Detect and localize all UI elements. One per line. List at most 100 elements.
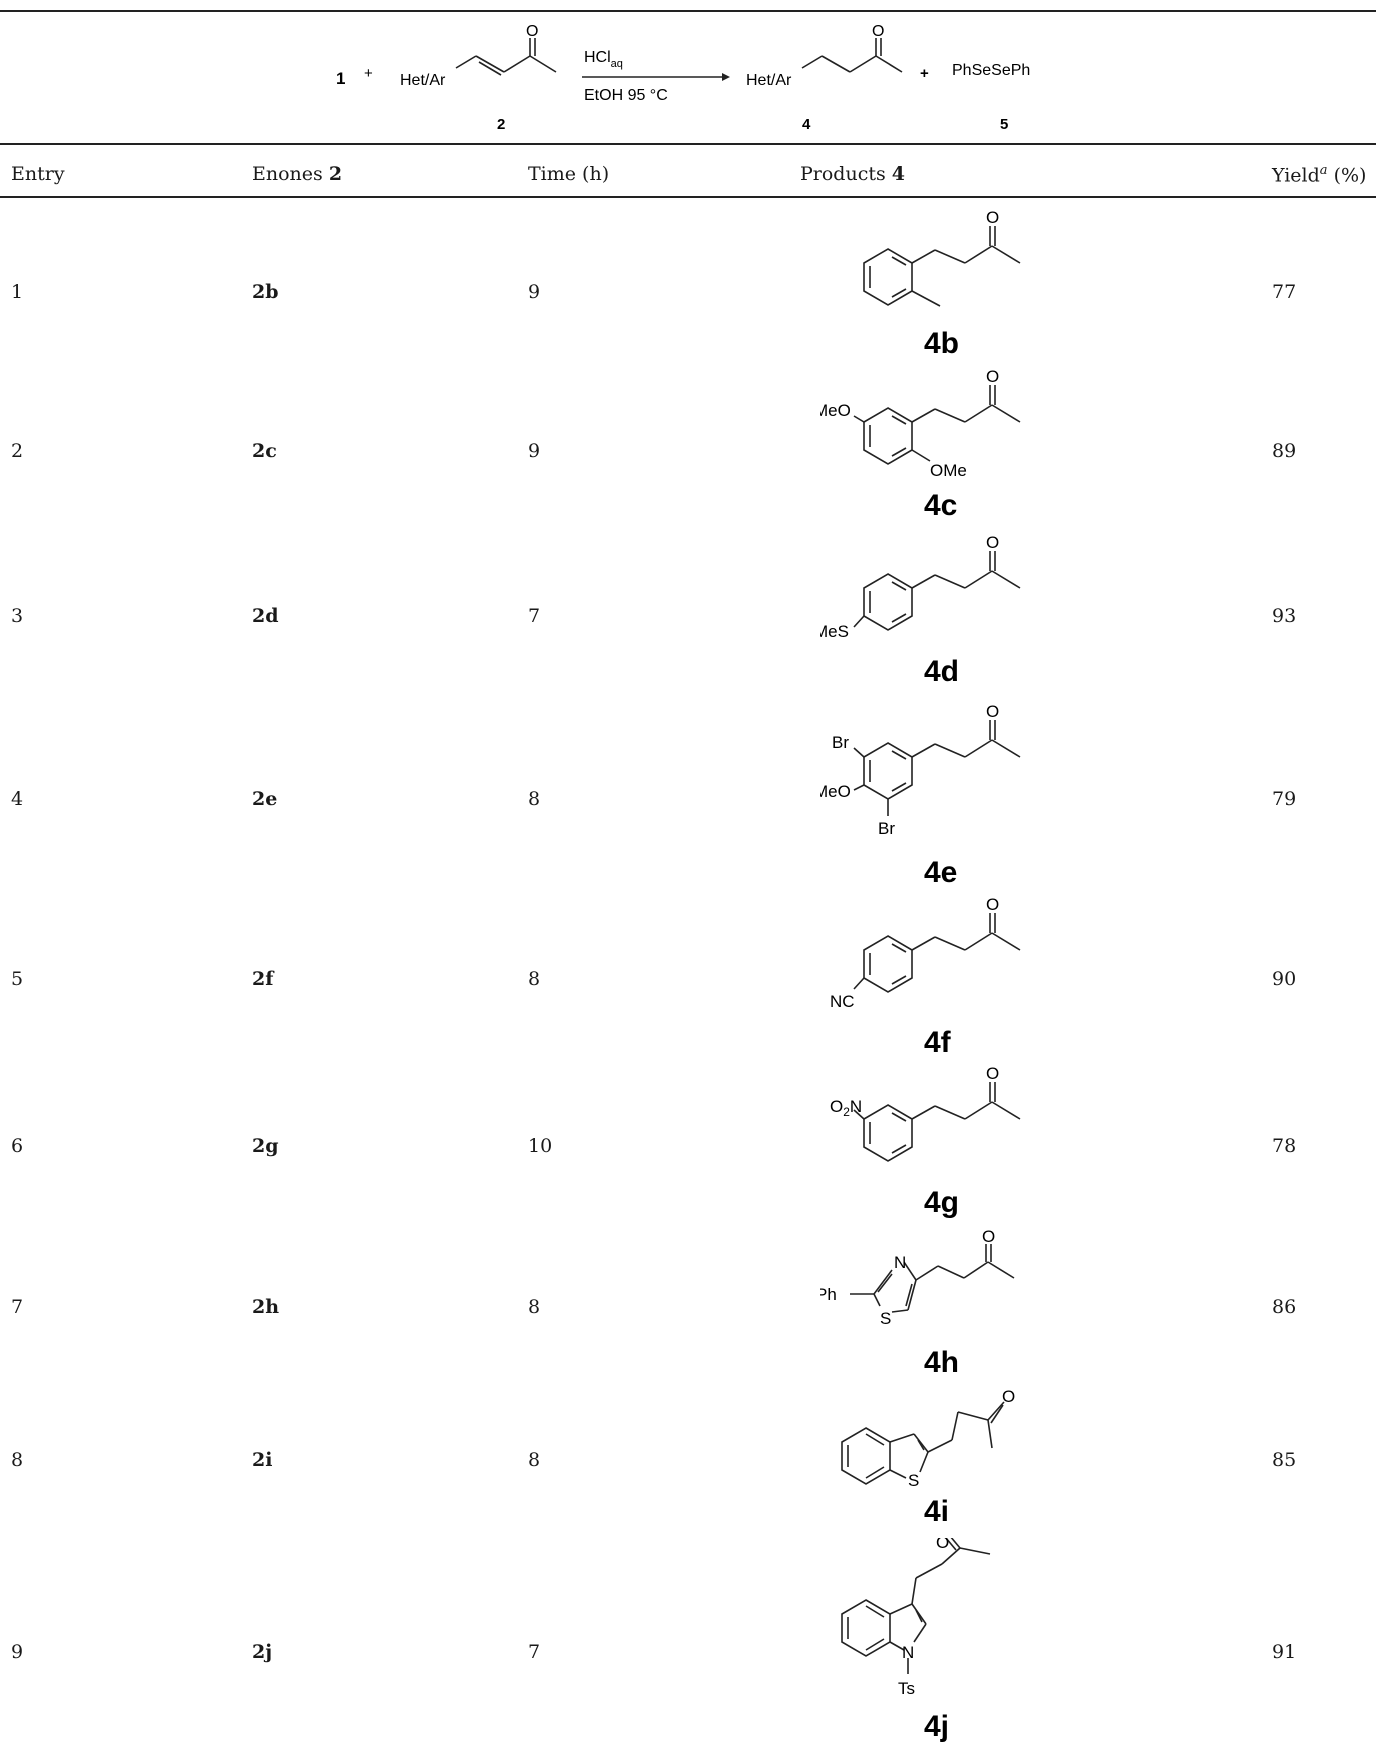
svg-text:S: S bbox=[880, 1309, 891, 1328]
yield-cell: 78 bbox=[1272, 1135, 1297, 1157]
svg-text:O: O bbox=[986, 1064, 999, 1083]
enone-cell: 2c bbox=[252, 440, 277, 462]
time-cell: 9 bbox=[528, 281, 541, 303]
reagent-1: 1 bbox=[336, 69, 345, 88]
product-label: 4d bbox=[924, 655, 959, 688]
svg-text:Br: Br bbox=[878, 819, 895, 838]
svg-text:Ph: Ph bbox=[820, 1285, 837, 1304]
yield-cell: 77 bbox=[1272, 281, 1297, 303]
svg-text:S: S bbox=[908, 1471, 919, 1490]
header-yield: Yielda (%) bbox=[1272, 163, 1367, 187]
time-cell: 8 bbox=[528, 1449, 541, 1471]
svg-text:NC: NC bbox=[830, 992, 855, 1011]
enone-cell: 2i bbox=[252, 1449, 273, 1471]
svg-text:O: O bbox=[1002, 1390, 1015, 1406]
reaction-scheme: 1 + Het/Ar O 2 HClaq EtOH 95 °C Het/Ar O… bbox=[336, 23, 1030, 133]
svg-text:N: N bbox=[894, 1253, 906, 1272]
product-label: 4b bbox=[924, 327, 959, 360]
product-label: 4f bbox=[924, 1026, 952, 1058]
entry-cell: 7 bbox=[11, 1296, 24, 1318]
entry-cell: 2 bbox=[11, 440, 24, 462]
scheme-rule bbox=[0, 143, 1376, 145]
byproduct: PhSeSePh bbox=[952, 62, 1030, 79]
product-group: Het/Ar bbox=[746, 72, 792, 89]
structure-4f: O NC 4f bbox=[830, 895, 1021, 1058]
structure-4c: O MeO OMe 4c bbox=[820, 367, 1021, 522]
svg-text:O: O bbox=[986, 702, 999, 721]
svg-text:MeO: MeO bbox=[820, 782, 851, 801]
yield-cell: 89 bbox=[1272, 440, 1297, 462]
header-time: Time (h) bbox=[528, 163, 610, 185]
reaction-arrow-icon bbox=[722, 73, 730, 81]
structure-4d: O MeS 4d bbox=[820, 533, 1021, 688]
product-label: 4c bbox=[924, 489, 957, 522]
enone-cell: 2b bbox=[252, 281, 279, 303]
structure-4j: O N Ts 4j bbox=[841, 1538, 991, 1743]
conditions-bottom: EtOH 95 °C bbox=[584, 87, 668, 104]
time-cell: 8 bbox=[528, 968, 541, 990]
product-number: 4 bbox=[802, 116, 811, 133]
entry-cell: 4 bbox=[11, 788, 24, 810]
header-entry: Entry bbox=[11, 163, 65, 185]
enone-cell: 2f bbox=[252, 968, 274, 990]
time-cell: 7 bbox=[528, 605, 541, 627]
reactant-number: 2 bbox=[497, 116, 505, 133]
structure-4g: O O2N 4g bbox=[830, 1064, 1021, 1219]
enone-cell: 2e bbox=[252, 788, 278, 810]
enone-cell: 2j bbox=[252, 1641, 273, 1663]
reactant-group: Het/Ar bbox=[400, 72, 446, 89]
svg-text:O: O bbox=[986, 208, 999, 227]
product-label: 4e bbox=[924, 856, 957, 889]
header-products: Products 4 bbox=[800, 163, 906, 185]
reactant-oxygen: O bbox=[526, 23, 538, 40]
svg-text:O: O bbox=[986, 895, 999, 914]
time-cell: 8 bbox=[528, 788, 541, 810]
plus-sign: + bbox=[364, 65, 373, 82]
product-label: 4i bbox=[924, 1495, 949, 1528]
svg-text:OMe: OMe bbox=[930, 461, 967, 480]
nitro-group: O2N bbox=[830, 1097, 862, 1119]
structure-4h: O N S Ph 4h bbox=[820, 1228, 1015, 1379]
yield-cell: 90 bbox=[1272, 968, 1297, 990]
structure-4i: O S 4i bbox=[841, 1390, 1015, 1528]
header-enones: Enones 2 bbox=[252, 163, 343, 185]
header-rule bbox=[0, 196, 1376, 198]
yield-cell: 91 bbox=[1272, 1641, 1297, 1663]
svg-text:O: O bbox=[936, 1538, 949, 1552]
yield-cell: 85 bbox=[1272, 1449, 1297, 1471]
entry-cell: 1 bbox=[11, 281, 24, 303]
svg-text:MeO: MeO bbox=[820, 401, 851, 420]
time-cell: 8 bbox=[528, 1296, 541, 1318]
product-label: 4g bbox=[924, 1186, 959, 1219]
svg-text:O: O bbox=[982, 1228, 995, 1246]
top-rule bbox=[0, 10, 1376, 12]
yield-cell: 79 bbox=[1272, 788, 1297, 810]
svg-text:O: O bbox=[986, 367, 999, 386]
svg-text:Br: Br bbox=[832, 733, 849, 752]
structure-4b: O 4b bbox=[863, 208, 1021, 360]
svg-text:N: N bbox=[902, 1643, 914, 1662]
entry-cell: 3 bbox=[11, 605, 24, 627]
product-label: 4h bbox=[924, 1346, 959, 1379]
yield-cell: 93 bbox=[1272, 605, 1297, 627]
yield-cell: 86 bbox=[1272, 1296, 1297, 1318]
enone-cell: 2d bbox=[252, 605, 279, 627]
entry-cell: 5 bbox=[11, 968, 24, 990]
product-oxygen: O bbox=[872, 23, 884, 40]
entry-cell: 6 bbox=[11, 1135, 24, 1157]
svg-text:MeS: MeS bbox=[820, 622, 849, 641]
product-label: 4j bbox=[924, 1710, 949, 1743]
time-cell: 7 bbox=[528, 1641, 541, 1663]
entry-cell: 9 bbox=[11, 1641, 24, 1663]
enone-cell: 2h bbox=[252, 1296, 280, 1318]
conditions-top: HClaq bbox=[584, 49, 623, 70]
structure-4e: O Br MeO Br 4e bbox=[820, 702, 1021, 889]
svg-text:O: O bbox=[986, 533, 999, 552]
plus-sign-2: + bbox=[920, 65, 929, 82]
svg-text:Ts: Ts bbox=[898, 1679, 915, 1698]
time-cell: 9 bbox=[528, 440, 541, 462]
time-cell: 10 bbox=[528, 1135, 553, 1157]
enone-cell: 2g bbox=[252, 1135, 279, 1157]
entry-cell: 8 bbox=[11, 1449, 24, 1471]
